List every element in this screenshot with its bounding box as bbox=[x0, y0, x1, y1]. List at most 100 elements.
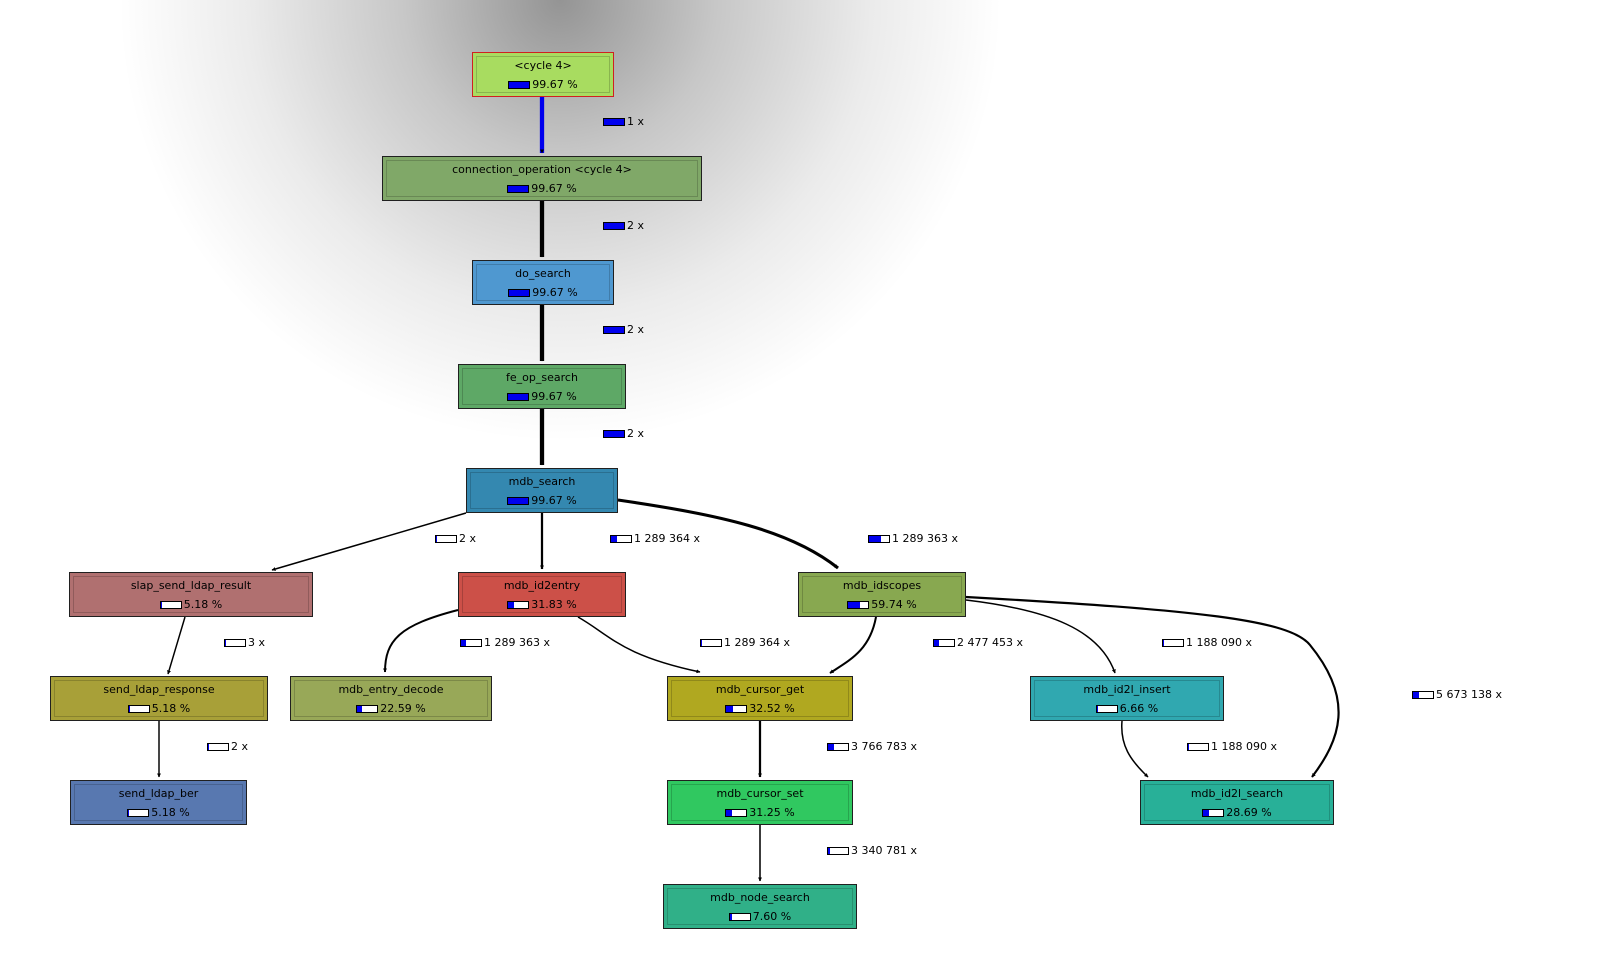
node-cost-row: 99.67 % bbox=[383, 182, 701, 195]
node-cost-row: 59.74 % bbox=[799, 598, 965, 611]
edge-mdb-id2l-insert-to-mdb-id2l-search bbox=[1121, 720, 1149, 778]
node-cost-row: 99.67 % bbox=[473, 78, 613, 91]
node-cost-bar bbox=[127, 809, 150, 817]
edge-call-count: 2 x bbox=[435, 532, 476, 545]
node-mdb-cursor-set[interactable]: mdb_cursor_set 31.25 % bbox=[667, 780, 853, 825]
node-name: mdb_cursor_set bbox=[716, 787, 804, 800]
node-inner-frame bbox=[1144, 784, 1330, 821]
node-cost-row: 31.25 % bbox=[668, 806, 852, 819]
edge-cost-bar bbox=[603, 118, 625, 126]
node-inner-frame bbox=[1034, 680, 1220, 717]
node-cost-bar bbox=[728, 913, 751, 921]
node-send-ldap-ber[interactable]: send_ldap_ber 5.18 % bbox=[70, 780, 247, 825]
edge-calls-text: 3 x bbox=[248, 636, 266, 649]
edge-call-count: 1 x bbox=[603, 115, 644, 128]
node-mdb-cursor-get[interactable]: mdb_cursor_get 32.52 % bbox=[667, 676, 853, 721]
node-inner-frame bbox=[470, 472, 614, 509]
edge-calls-text: 2 x bbox=[627, 219, 645, 232]
node-cost-row: 31.83 % bbox=[459, 598, 625, 611]
node-cost-bar bbox=[1095, 705, 1118, 713]
edge-calls-text: 2 x bbox=[627, 427, 645, 440]
edge-slap-send-ldap-result-to-send-ldap-response bbox=[167, 616, 186, 675]
node-cost: 28.69 % bbox=[1226, 806, 1272, 819]
node-mdb-search[interactable]: mdb_search 99.67 % bbox=[466, 468, 618, 513]
edge-calls-text: 1 289 363 x bbox=[484, 636, 550, 649]
node-cost-row: 28.69 % bbox=[1141, 806, 1333, 819]
node-cost: 99.67 % bbox=[532, 78, 578, 91]
node-name: mdb_search bbox=[508, 475, 576, 488]
node-inner-frame bbox=[73, 576, 309, 613]
edge-calls-text: 5 673 138 x bbox=[1436, 688, 1502, 701]
node-cost-bar bbox=[507, 601, 530, 609]
node-cost-bar bbox=[1202, 809, 1225, 817]
node-cost-row: 32.52 % bbox=[668, 702, 852, 715]
node-cost-bar bbox=[725, 705, 748, 713]
node-cost-row: 99.67 % bbox=[467, 494, 617, 507]
node-cost: 5.18 % bbox=[151, 806, 190, 819]
edge-cost-bar bbox=[610, 535, 632, 543]
node-name: mdb_cursor_get bbox=[715, 683, 805, 696]
node-cost: 99.67 % bbox=[531, 182, 577, 195]
edge-calls-text: 1 188 090 x bbox=[1186, 636, 1252, 649]
edge-cost-bar bbox=[700, 639, 722, 647]
edge-cost-bar bbox=[933, 639, 955, 647]
edge-call-count: 1 289 364 x bbox=[700, 636, 790, 649]
edge-mdb-idscopes-to-mdb-cursor-get bbox=[829, 616, 878, 674]
edge-call-count: 1 188 090 x bbox=[1162, 636, 1252, 649]
node-inner-frame bbox=[294, 680, 488, 717]
edge-mdb-id2entry-to-mdb-entry-decode bbox=[383, 609, 459, 673]
node-do-search[interactable]: do_search 99.67 % bbox=[472, 260, 614, 305]
edge-calls-text: 3 766 783 x bbox=[851, 740, 917, 753]
node-name: mdb_node_search bbox=[710, 891, 810, 904]
node-cost: 22.59 % bbox=[380, 702, 426, 715]
edge-call-count: 2 x bbox=[207, 740, 248, 753]
node-inner-frame bbox=[671, 680, 849, 717]
node-name: do_search bbox=[515, 267, 571, 280]
edge-call-count: 1 289 364 x bbox=[610, 532, 700, 545]
node-inner-frame bbox=[476, 264, 610, 301]
edge-calls-text: 1 289 364 x bbox=[634, 532, 700, 545]
node-cycle4[interactable]: <cycle 4> 99.67 % bbox=[472, 52, 614, 97]
node-cost-bar bbox=[508, 81, 531, 89]
edge-cost-bar bbox=[603, 326, 625, 334]
edge-calls-text: 2 477 453 x bbox=[957, 636, 1023, 649]
node-mdb-id2l-search[interactable]: mdb_id2l_search 28.69 % bbox=[1140, 780, 1334, 825]
node-name: send_ldap_ber bbox=[118, 787, 199, 800]
node-cost-bar bbox=[507, 185, 530, 193]
edge-call-count: 2 x bbox=[603, 219, 644, 232]
node-inner-frame bbox=[802, 576, 962, 613]
edge-mdb-idscopes-to-mdb-id2l-search bbox=[965, 595, 1340, 778]
node-cost-row: 99.67 % bbox=[473, 286, 613, 299]
edge-call-count: 1 289 363 x bbox=[460, 636, 550, 649]
node-inner-frame bbox=[54, 680, 264, 717]
edge-cost-bar bbox=[603, 430, 625, 438]
node-name: fe_op_search bbox=[506, 371, 578, 384]
node-cost-bar bbox=[847, 601, 870, 609]
node-cost-bar bbox=[725, 809, 748, 817]
node-connection-operation[interactable]: connection_operation <cycle 4>99.67 % bbox=[382, 156, 702, 201]
node-name: mdb_id2l_search bbox=[1190, 787, 1284, 800]
edge-cost-bar bbox=[460, 639, 482, 647]
node-fe-op-search[interactable]: fe_op_search 99.67 % bbox=[458, 364, 626, 409]
edge-cost-bar bbox=[207, 743, 229, 751]
edge-call-count: 2 x bbox=[603, 323, 644, 336]
edge-calls-text: 1 289 364 x bbox=[724, 636, 790, 649]
edge-call-count: 3 x bbox=[224, 636, 265, 649]
node-name: mdb_id2entry bbox=[503, 579, 581, 592]
node-cost: 31.25 % bbox=[749, 806, 795, 819]
edge-cost-bar bbox=[1412, 691, 1434, 699]
node-cost: 99.67 % bbox=[531, 390, 577, 403]
edge-mdb-search-to-mdb-idscopes bbox=[617, 498, 839, 570]
node-inner-frame bbox=[667, 888, 853, 925]
node-mdb-id2entry[interactable]: mdb_id2entry 31.83 % bbox=[458, 572, 626, 617]
node-cost: 5.18 % bbox=[151, 702, 191, 715]
node-cost-bar bbox=[507, 497, 530, 505]
node-name: <cycle 4> bbox=[514, 59, 572, 72]
